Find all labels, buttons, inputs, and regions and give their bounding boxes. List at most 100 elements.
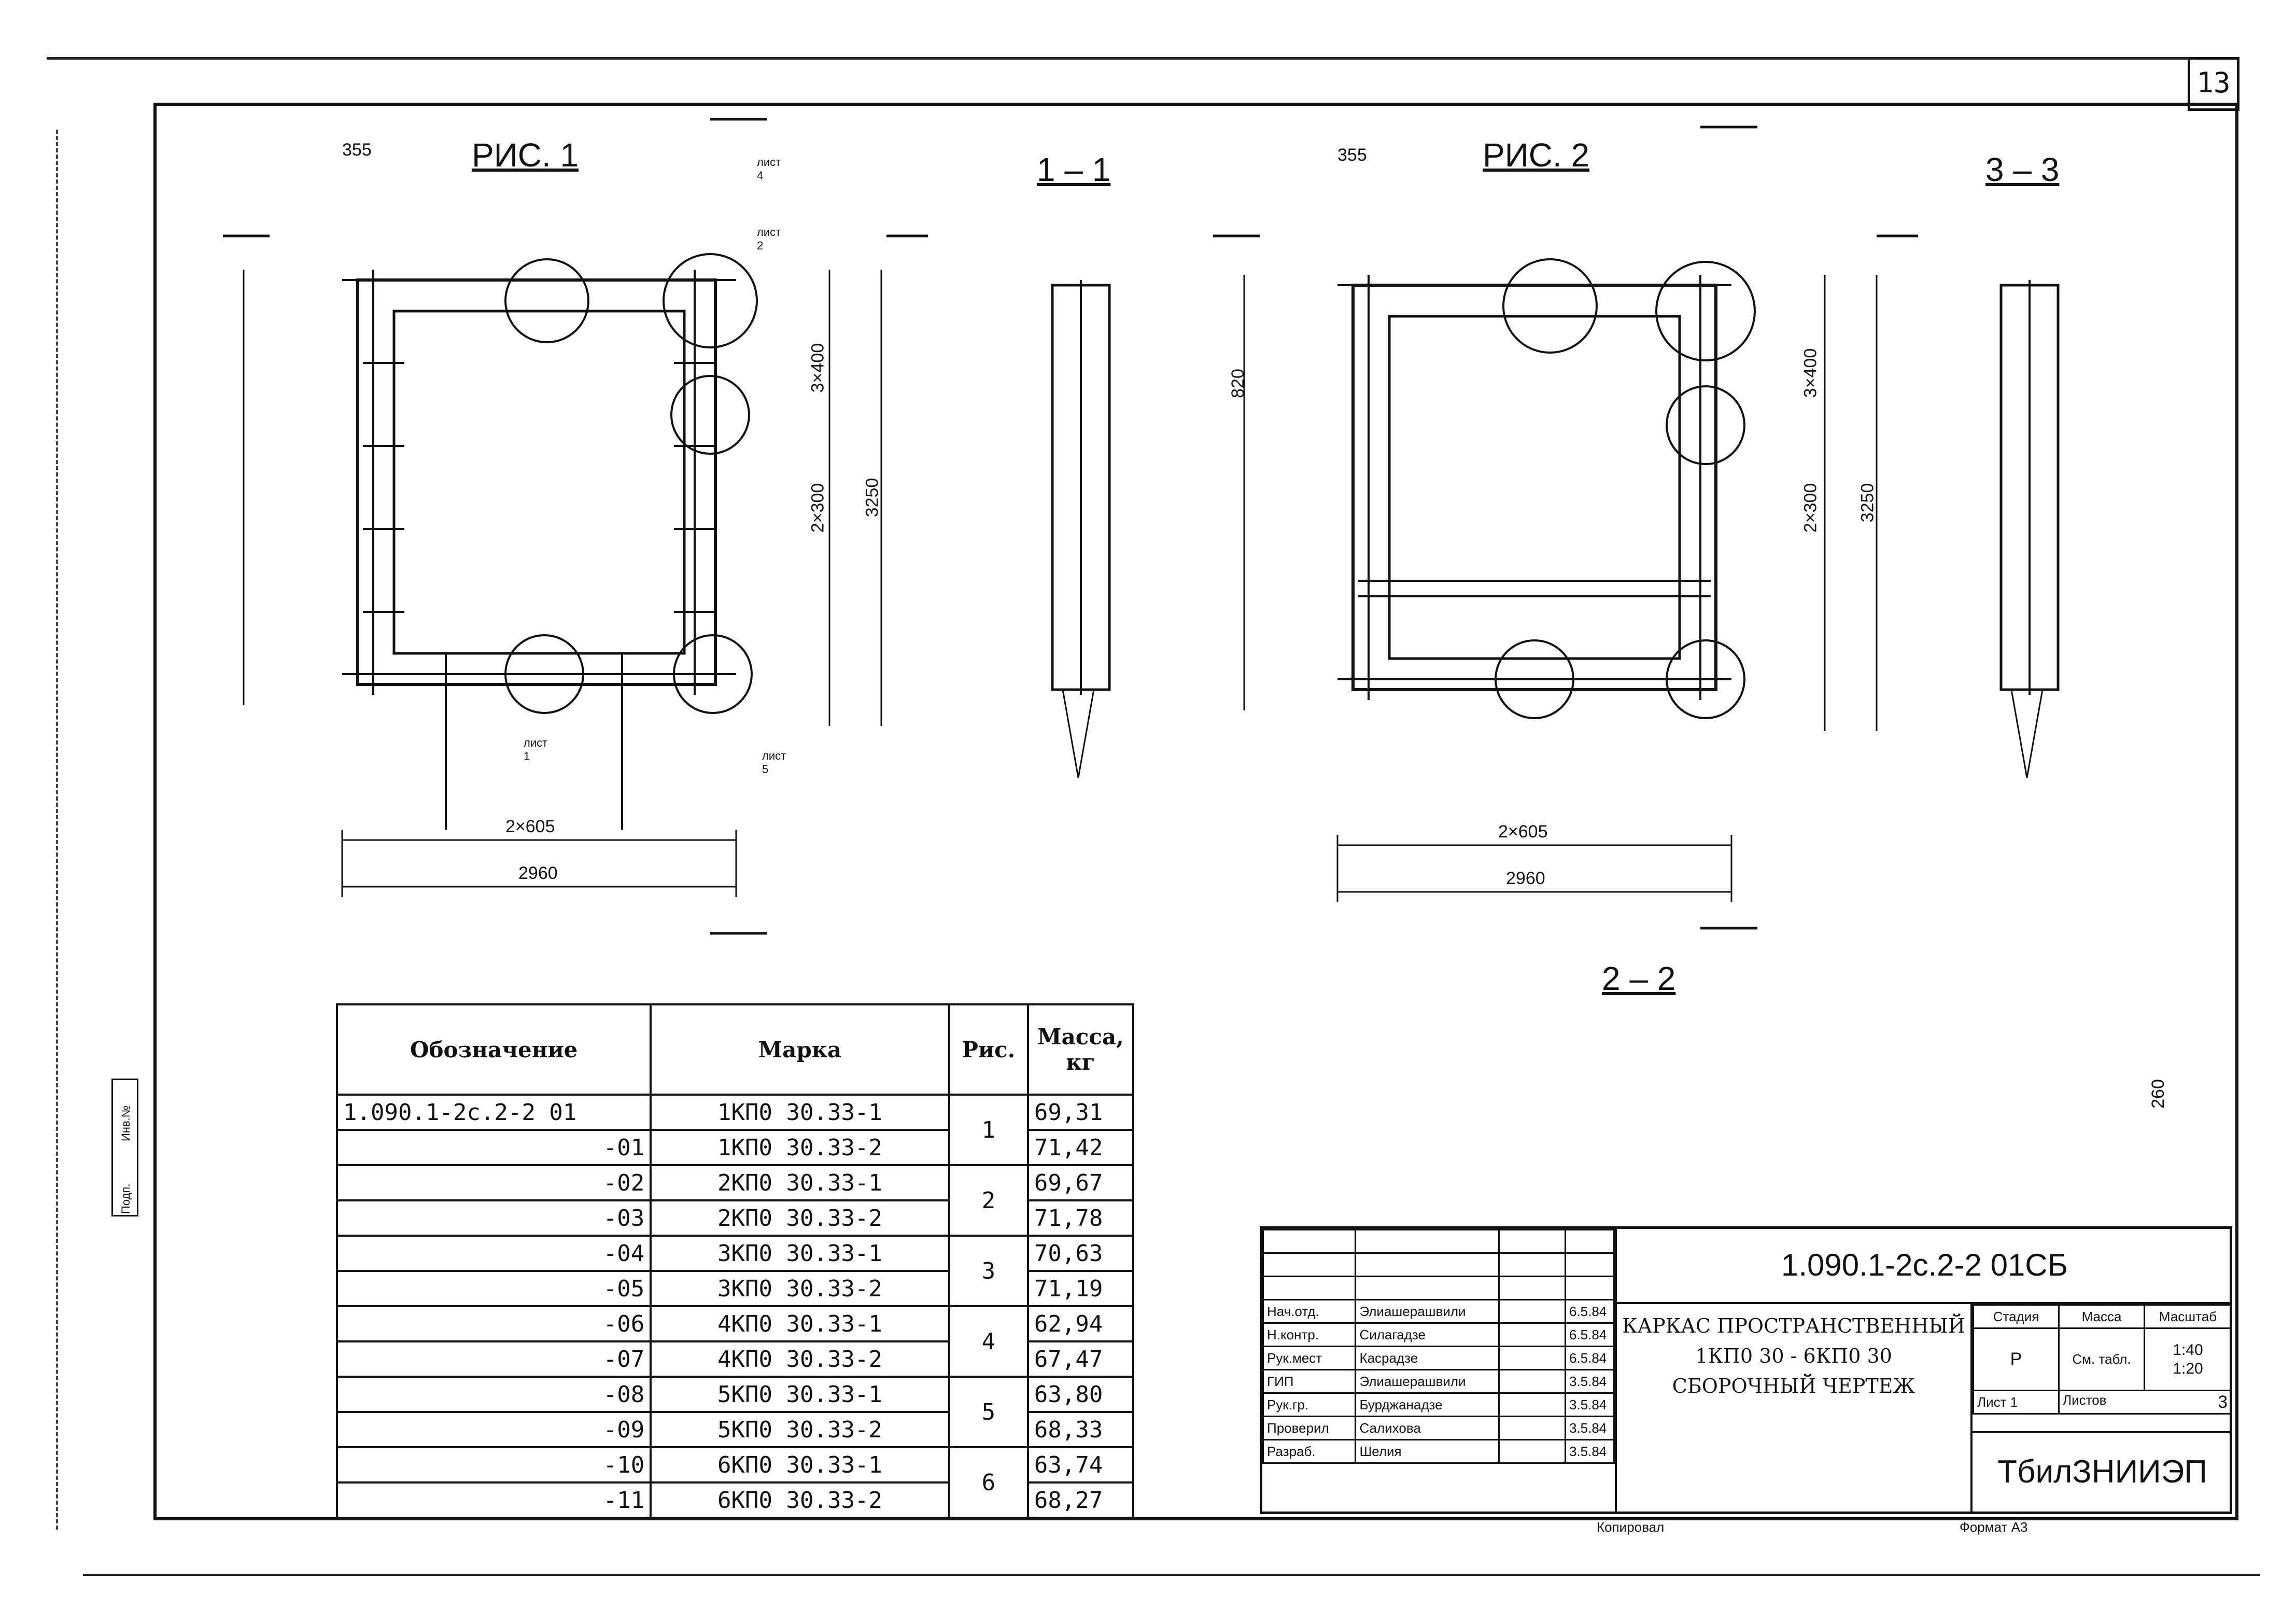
dim-3250-fig2: 3250	[1857, 483, 1878, 523]
row-fig: 3	[948, 1235, 1029, 1307]
row-code: -11	[335, 1481, 652, 1519]
table-row: -05 3КП0 30.33-2 71,19	[335, 1270, 1135, 1307]
row-fig: 1	[948, 1094, 1029, 1166]
organization-cell: ТбилЗНИИЭП	[1973, 1431, 2232, 1514]
fig2-title: РИС. 2	[1483, 136, 1590, 174]
section-3-3-title: 3 – 3	[1985, 151, 2060, 188]
sheets-value: 3	[2218, 1392, 2228, 1412]
row-code: -06	[335, 1305, 652, 1342]
row-mark: 1КП0 30.33-2	[650, 1129, 950, 1166]
format-label: Формат А3	[1960, 1519, 2028, 1535]
sign-row: Нач.отд.Элиашерашвили 6.5.84	[1262, 1299, 1615, 1324]
mass-value: См. табл.	[2058, 1327, 2145, 1391]
sheet-value: 1	[2010, 1394, 2018, 1410]
sheet-number: 13	[2196, 66, 2231, 99]
left-margin-line	[56, 130, 58, 1530]
row-code: -05	[335, 1270, 652, 1307]
row-mark: 2КП0 30.33-1	[650, 1164, 950, 1201]
dim-3250-fig1: 3250	[862, 478, 882, 517]
name: Салихова	[1355, 1416, 1500, 1440]
fig1-dimensions	[243, 270, 882, 897]
date: 6.5.84	[1564, 1299, 1615, 1324]
doc-code-cell: 1.090.1-2с.2-2 01СБ	[1615, 1229, 2232, 1304]
stage-value: Р	[1973, 1327, 2060, 1391]
table-row: -08 5КП0 30.33-1 5 63,80	[335, 1376, 1135, 1448]
name: Бурджанадзе	[1355, 1392, 1500, 1417]
row-code: -10	[335, 1446, 652, 1484]
row-fig: 2	[948, 1164, 1029, 1237]
scale-value: 1:40 1:20	[2144, 1327, 2232, 1391]
section-2-2-title: 2 – 2	[1602, 960, 1676, 997]
section-1-1	[1051, 280, 1111, 778]
row-code: -09	[335, 1411, 652, 1448]
top-border-line	[47, 57, 2190, 60]
sheet-frame	[153, 103, 2238, 1520]
row-code: -01	[335, 1129, 652, 1166]
dim-3x400-fig1: 3×400	[808, 343, 828, 393]
stage-table: Стадия Масса Масштаб Р См. табл. 1:40 1:…	[1973, 1304, 2232, 1415]
role: Рук.мест	[1262, 1346, 1357, 1370]
sheets-cell: Листов 3	[2058, 1390, 2232, 1415]
name: Шелия	[1355, 1439, 1500, 1464]
row-mark: 4КП0 30.33-2	[650, 1340, 950, 1378]
title-block: Нач.отд.Элиашерашвили 6.5.84 Н.контр.Сила…	[1260, 1226, 2232, 1514]
date: 6.5.84	[1564, 1346, 1615, 1370]
doc-title-line3: СБОРОЧНЫЙ ЧЕРТЕЖ	[1672, 1375, 1915, 1397]
row-mass: 71,78	[1026, 1199, 1135, 1237]
table-row: 1.090.1-2с.2-2 01 1КП0 30.33-1 1 69,31	[335, 1094, 1135, 1166]
scale-header: Масштаб	[2144, 1304, 2232, 1329]
date: 3.5.84	[1564, 1392, 1615, 1417]
organization-name: ТбилЗНИИЭП	[1997, 1454, 2207, 1490]
specification-table: Обозначение Марка Рис. Масса, кг 1.090.1…	[335, 1003, 1135, 1519]
dim-355-fig1: 355	[342, 140, 372, 160]
row-mark: 5КП0 30.33-1	[650, 1376, 950, 1413]
table-row: -09 5КП0 30.33-2 68,33	[335, 1411, 1135, 1448]
side-stamp: Инв.№ Подп.	[111, 1079, 138, 1216]
name: Элиашерашвили	[1355, 1299, 1500, 1324]
scale-value-1: 1:40	[2173, 1341, 2203, 1359]
fig1-cage	[342, 253, 758, 830]
row-mass: 62,94	[1026, 1305, 1135, 1342]
row-mass: 69,31	[1026, 1094, 1135, 1131]
spec-col-mark: Марка	[650, 1003, 950, 1096]
row-code: -03	[335, 1199, 652, 1237]
list5-label: лист 5	[762, 749, 786, 776]
bottom-border-line	[83, 1574, 2260, 1576]
table-row: -01 1КП0 30.33-2 71,42	[335, 1129, 1135, 1166]
table-row: -11 6КП0 30.33-2 68,27	[335, 1481, 1135, 1519]
dim-2x605-fig2: 2×605	[1498, 822, 1548, 842]
name: Касрадзе	[1355, 1346, 1500, 1370]
table-row: -10 6КП0 30.33-1 6 63,74	[335, 1446, 1135, 1519]
dim-260-22: 260	[2148, 1079, 2168, 1109]
scale-value-2: 1:20	[2173, 1360, 2203, 1377]
role: Нач.отд.	[1262, 1299, 1357, 1324]
sheet-label: Лист	[1977, 1394, 2007, 1410]
sheets-label: Листов	[2063, 1392, 2107, 1408]
dim-2960-fig1: 2960	[518, 863, 558, 883]
stage-header: Стадия	[1973, 1304, 2060, 1329]
row-mass: 70,63	[1026, 1235, 1135, 1272]
list1-label: лист 1	[524, 736, 548, 763]
name: Силагадзе	[1355, 1322, 1500, 1347]
dim-3x400-fig2: 3×400	[1800, 348, 1821, 398]
mass-header: Масса	[2058, 1304, 2145, 1329]
table-row: -06 4КП0 30.33-1 4 62,94	[335, 1305, 1135, 1378]
row-mark: 3КП0 30.33-2	[650, 1270, 950, 1307]
table-row: -07 4КП0 30.33-2 67,47	[335, 1340, 1135, 1378]
fig2-dimensions	[1243, 275, 1878, 902]
row-code: 1.090.1-2с.2-2 01	[335, 1094, 652, 1131]
fig1-title: РИС. 1	[472, 136, 579, 174]
drawing-area	[223, 118, 2060, 935]
row-mark: 6КП0 30.33-1	[650, 1446, 950, 1484]
copied-by-label: Копировал	[1597, 1519, 1665, 1535]
spec-col-mass: Масса, кг	[1026, 1003, 1135, 1096]
row-code: -07	[335, 1340, 652, 1378]
table-row: -02 2КП0 30.33-1 2 69,67	[335, 1164, 1135, 1237]
fig2-cage	[1337, 258, 1756, 719]
